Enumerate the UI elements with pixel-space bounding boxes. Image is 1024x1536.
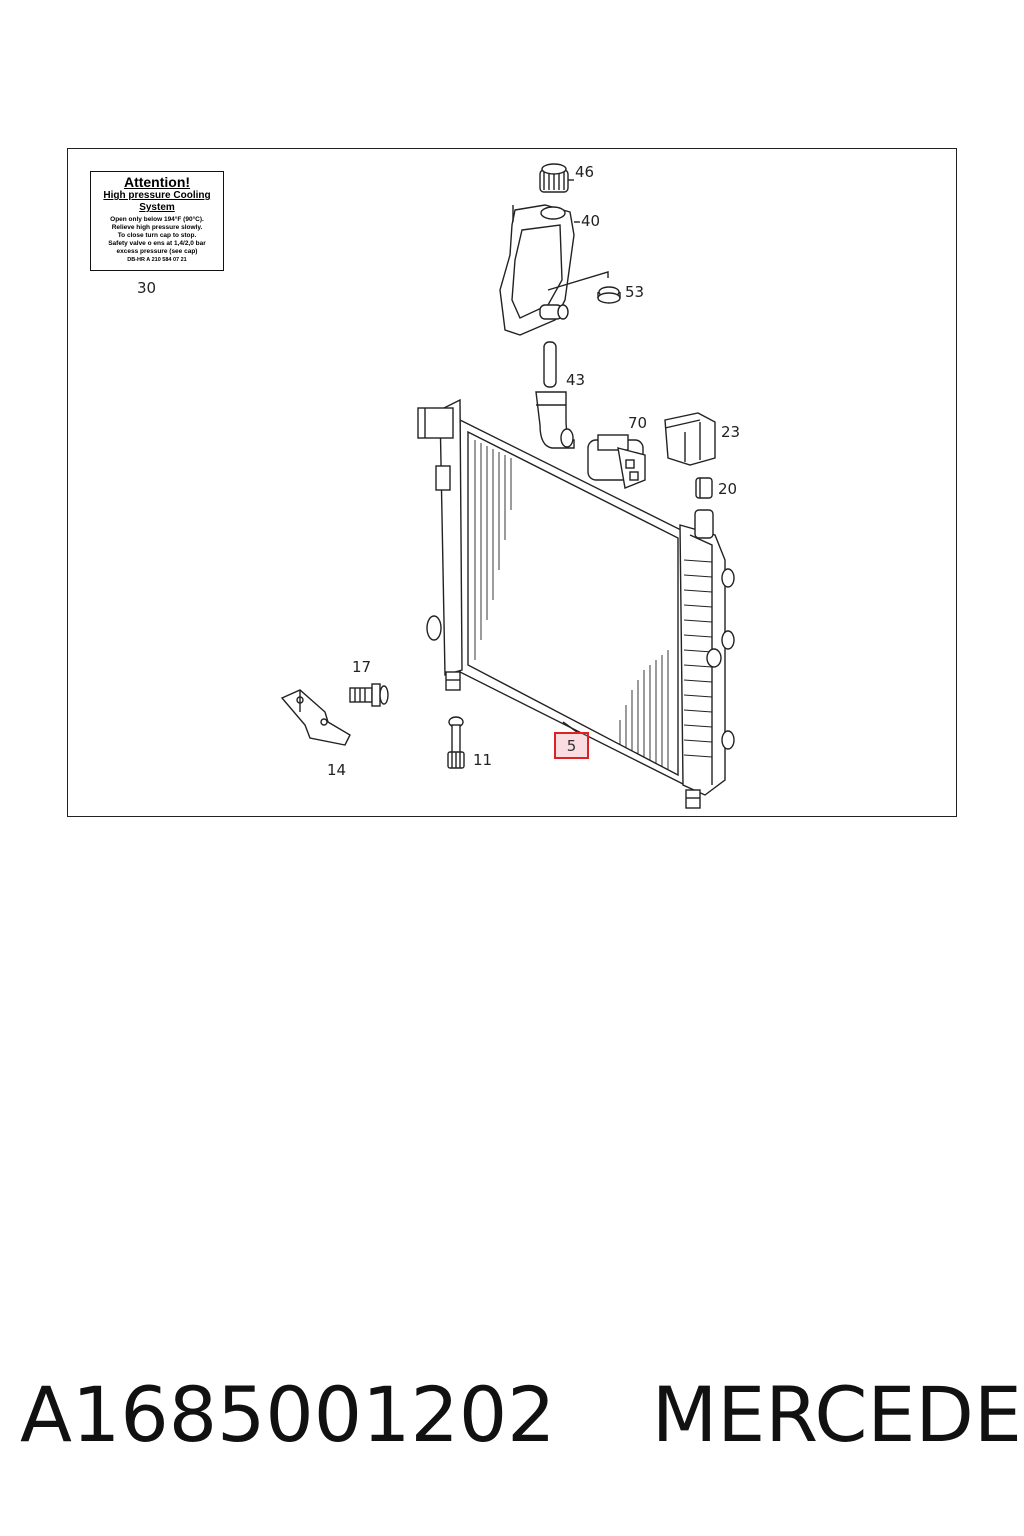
label-46: 46 [575, 163, 594, 181]
warning-subtitle-line1: High pressure Cooling [103, 190, 211, 201]
warning-body-line1: Open only below 194°F (90°C). [110, 216, 204, 223]
label-14: 14 [327, 761, 346, 779]
bracket-part [280, 689, 351, 746]
hose-part [535, 341, 575, 449]
brand-name: MERCEDES [651, 1370, 1024, 1459]
warning-code: DB-HR A 210 584 07 21 [127, 257, 187, 263]
warning-title: Attention! [123, 174, 191, 190]
grommet-part [597, 286, 621, 304]
label-23: 23 [721, 423, 740, 441]
drain-plug-part [447, 716, 465, 769]
radiator-part [417, 398, 735, 809]
highlighted-part-callout[interactable] [554, 732, 589, 759]
warning-body-line3: To close turn cap to stop. [117, 232, 197, 239]
label-53: 53 [625, 283, 644, 301]
label-11: 11 [473, 751, 492, 769]
reservoir-cap-part [539, 163, 574, 193]
warning-body-line2: Relieve high pressure slowly. [111, 224, 203, 231]
rubber-mount-part [695, 477, 713, 499]
warning-label-sticker: Attention! High pressure Cooling System … [90, 171, 224, 271]
bolt-part [349, 683, 389, 707]
mount-bracket-part [664, 412, 716, 466]
warning-body-line4: Safety valve o ens at 1,4/2,0 bar [108, 240, 206, 247]
label-40: 40 [581, 212, 600, 230]
warning-subtitle-line2: System [139, 202, 175, 213]
label-20: 20 [718, 480, 737, 498]
warning-body-line5: excess pressure (see cap) [116, 248, 198, 255]
label-70: 70 [628, 414, 647, 432]
expansion-tank-part [499, 204, 609, 336]
label-17: 17 [352, 658, 371, 676]
part-number: A1685001202 [20, 1370, 556, 1459]
part-caption: A1685001202 MERCEDES [20, 1370, 1024, 1459]
warning-body: Open only below 194°F (90°C). Relieve hi… [91, 216, 223, 256]
label-30: 30 [137, 279, 156, 297]
label-5: 5 [566, 737, 577, 755]
label-43: 43 [566, 371, 585, 389]
parts-diagram: 46 40 53 43 70 23 20 17 14 11 30 [137, 163, 740, 809]
sensor-part [587, 434, 646, 489]
